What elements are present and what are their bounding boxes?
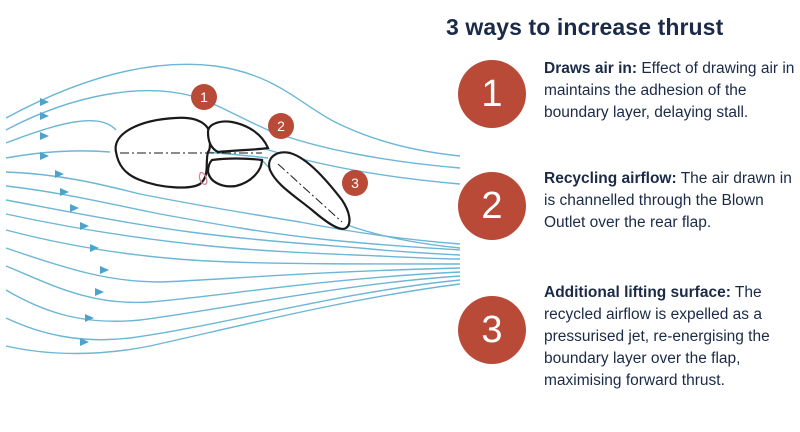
thrust-item-2-text: Recycling airflow: The air drawn in is c… — [544, 168, 798, 234]
flow-arrow-icon — [80, 222, 89, 230]
number-badge-2: 2 — [458, 172, 526, 240]
flow-arrow-icon — [90, 244, 99, 252]
streamline — [5, 229, 460, 265]
flow-arrow-icon — [80, 338, 89, 346]
thrust-item-3-text: Additional lifting surface: The recycled… — [544, 282, 798, 392]
thrust-item-1-body: Effect of drawing air in maintains the a… — [544, 60, 795, 121]
flow-arrow-icon — [70, 204, 79, 212]
streamline — [5, 213, 460, 260]
flow-arrow-icon — [95, 288, 104, 296]
streamline — [5, 150, 111, 159]
slot-lower-vane — [206, 157, 264, 188]
flow-arrows — [40, 98, 109, 346]
flow-arrow-icon — [40, 152, 49, 160]
flow-arrow-icon — [55, 170, 64, 178]
flow-arrow-icon — [85, 314, 94, 322]
streamline — [5, 63, 460, 157]
streamline — [5, 265, 460, 304]
marker-2: 2 — [268, 113, 294, 139]
svg-text:1: 1 — [200, 89, 208, 105]
marker-3: 3 — [342, 170, 368, 196]
svg-text:3: 3 — [351, 175, 359, 191]
rear-flap — [268, 151, 351, 230]
svg-text:2: 2 — [277, 118, 285, 134]
flow-arrow-icon — [60, 188, 69, 196]
blown-outlet-marker — [198, 171, 208, 185]
streamline — [5, 199, 460, 256]
streamline — [5, 89, 460, 169]
streamline — [5, 279, 460, 341]
marker-1: 1 — [191, 84, 217, 110]
thrust-item-2-body: The air drawn in is channelled through t… — [544, 170, 792, 231]
streamline — [5, 185, 460, 251]
flow-arrow-icon — [100, 266, 109, 274]
flow-arrow-icon — [40, 98, 49, 106]
flow-arrow-icon — [40, 112, 49, 120]
chord-lines — [120, 152, 343, 223]
flow-arrow-icon — [40, 132, 49, 140]
thrust-item-3-body: The recycled airflow is expelled as a pr… — [544, 284, 770, 389]
number-badge-3: 3 — [458, 296, 526, 364]
slot-upper-vane — [206, 120, 270, 154]
thrust-item-2-heading: Recycling airflow: — [544, 170, 677, 187]
airflow-diagram: 1 2 3 — [5, 63, 460, 355]
thrust-item-1-text: Draws air in: Effect of drawing air in m… — [544, 58, 798, 124]
streamline — [5, 247, 460, 283]
streamline — [5, 120, 117, 144]
number-badge-1: 1 — [458, 60, 526, 128]
page-title: 3 ways to increase thrust — [446, 14, 724, 40]
thrust-item-1-heading: Draws air in: — [544, 60, 638, 77]
thrust-item-3-heading: Additional lifting surface: — [544, 284, 731, 301]
streamline — [5, 275, 460, 322]
streamline — [5, 283, 460, 355]
